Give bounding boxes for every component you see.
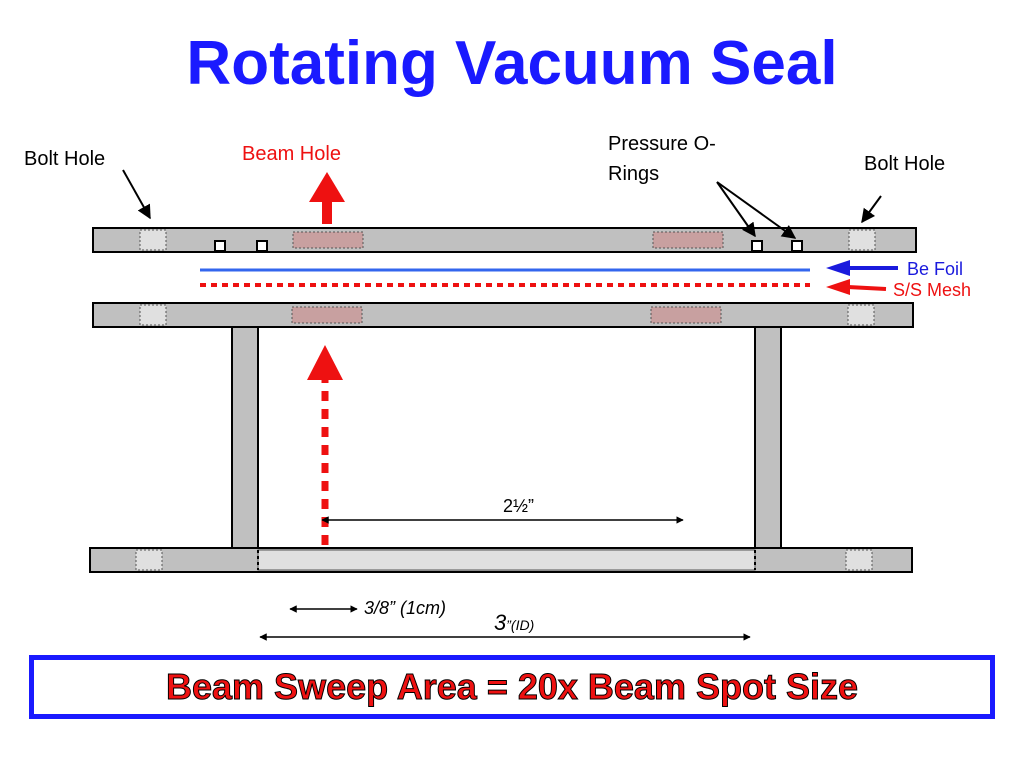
- label-beam-hole: Beam Hole: [242, 143, 341, 165]
- beam-zone-mid-right: [650, 306, 722, 324]
- oring-leader-left: [716, 181, 756, 238]
- label-wall: 3/8” (1cm): [364, 598, 446, 618]
- right-wall: [754, 326, 782, 550]
- bolt-hole-bottom-right: [845, 549, 873, 571]
- top-plate: [92, 227, 917, 253]
- bolt-hole-mid-right: [847, 304, 875, 326]
- beam-zone-top-right: [652, 231, 724, 249]
- label-bolt-hole-left: Bolt Hole: [24, 148, 105, 170]
- beam-zone-top-left: [292, 231, 364, 249]
- label-inner-span: 2½”: [503, 496, 534, 516]
- oring-groove: [256, 240, 268, 252]
- beam-path-arrow: [307, 345, 343, 545]
- summary-box: Beam Sweep Area = 20x Beam Spot Size: [29, 655, 995, 719]
- label-id: 3”(ID): [494, 610, 534, 635]
- bottom-plate: [89, 547, 913, 573]
- label-id-suffix: ”(ID): [506, 617, 534, 633]
- bolt-hole-bottom-left: [135, 549, 163, 571]
- label-be-foil: Be Foil: [907, 259, 963, 279]
- be-foil-arrow: [826, 260, 898, 276]
- label-id-value: 3: [494, 610, 507, 635]
- label-pressure-orings-2: Rings: [608, 163, 659, 185]
- bolt-hole-top-right: [848, 229, 876, 251]
- label-bolt-hole-right: Bolt Hole: [864, 153, 945, 175]
- oring-groove: [214, 240, 226, 252]
- beam-zone-mid-left: [291, 306, 363, 324]
- oring-groove: [751, 240, 763, 252]
- bolt-hole-top-left: [139, 229, 167, 251]
- bolt-hole-mid-left: [139, 304, 167, 326]
- oring-groove: [791, 240, 803, 252]
- label-ss-mesh: S/S Mesh: [893, 280, 971, 300]
- left-wall: [231, 326, 259, 550]
- bottom-window: [257, 549, 756, 571]
- label-pressure-orings-1: Pressure O-: [608, 133, 716, 155]
- beam-exit-arrow: [309, 172, 345, 224]
- bolt-hole-right-leader: [861, 195, 882, 224]
- ss-mesh-arrow: [826, 279, 887, 295]
- summary-text: Beam Sweep Area = 20x Beam Spot Size: [166, 666, 859, 708]
- bolt-hole-left-leader: [122, 169, 151, 220]
- page-title: Rotating Vacuum Seal: [186, 29, 838, 98]
- middle-plate: [92, 302, 914, 328]
- oring-leader-right: [716, 181, 797, 239]
